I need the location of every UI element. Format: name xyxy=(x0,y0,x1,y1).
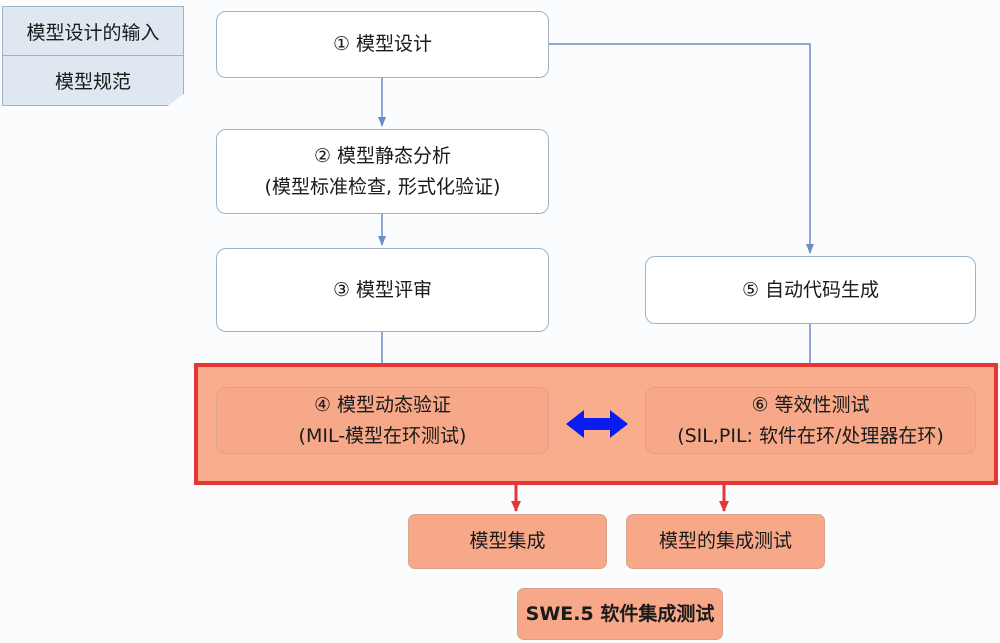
step-model-design: ① 模型设计 xyxy=(216,11,549,78)
step-model-review: ③ 模型评审 xyxy=(216,248,549,332)
step-static-analysis-detail: (模型标准检查, 形式化验证) xyxy=(264,175,501,198)
note-item: 模型规范 xyxy=(54,70,131,93)
step-dynamic-verification: ④ 模型动态验证 (MIL-模型在环测试) xyxy=(216,387,549,454)
step-dynamic-verification-title: ④ 模型动态验证 xyxy=(313,394,452,417)
output-model-integration-test-label: 模型的集成测试 xyxy=(658,530,792,553)
step-dynamic-verification-detail: (MIL-模型在环测试) xyxy=(298,424,467,447)
step-equivalence-test-detail: (SIL,PIL: 软件在环/处理器在环) xyxy=(677,424,944,447)
step-model-design-label: ① 模型设计 xyxy=(332,33,433,56)
design-input-note: 模型设计的输入 模型规范 xyxy=(2,6,184,106)
step-equivalence-test-title: ⑥ 等效性测试 xyxy=(751,394,870,417)
step-static-analysis: ② 模型静态分析 (模型标准检查, 形式化验证) xyxy=(216,129,549,214)
step-code-generation-label: ⑤ 自动代码生成 xyxy=(741,278,880,301)
output-model-integration-test: 模型的集成测试 xyxy=(626,514,825,569)
step-model-review-label: ③ 模型评审 xyxy=(332,278,433,301)
step-code-generation: ⑤ 自动代码生成 xyxy=(645,256,976,324)
double-arrow-icon xyxy=(566,410,628,438)
process-swe5-label: SWE.5 软件集成测试 xyxy=(525,602,715,625)
note-title: 模型设计的输入 xyxy=(3,7,183,56)
process-swe5: SWE.5 软件集成测试 xyxy=(517,588,723,640)
step-equivalence-test: ⑥ 等效性测试 (SIL,PIL: 软件在环/处理器在环) xyxy=(645,387,976,454)
step-static-analysis-title: ② 模型静态分析 xyxy=(313,145,452,168)
arrow-design-to-codegen xyxy=(549,43,814,254)
output-model-integration: 模型集成 xyxy=(408,514,607,569)
output-model-integration-label: 模型集成 xyxy=(469,530,546,553)
